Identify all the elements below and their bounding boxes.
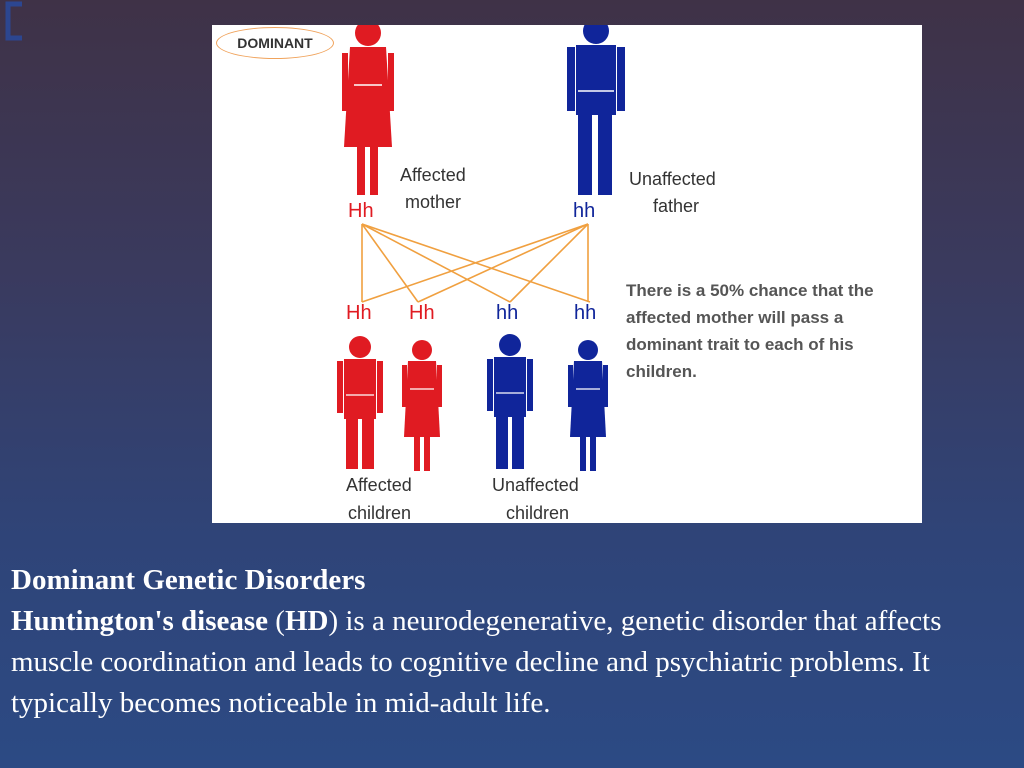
inheritance-explanation: There is a 50% chance that the affected … <box>626 281 874 381</box>
disease-abbr: HD <box>284 605 329 637</box>
father-label-line1: Unaffected <box>629 169 716 189</box>
father-genotype: hh <box>573 200 596 222</box>
unaffected-children-label: Unaffected children <box>492 471 579 523</box>
inheritance-lines <box>361 223 591 303</box>
unaffected-children-line1: Unaffected <box>492 475 579 495</box>
affected-children-line1: Affected <box>346 475 412 495</box>
child-4-figure <box>568 340 608 471</box>
mother-label: Affected mother <box>400 162 466 216</box>
child-4-genotype: hh <box>574 302 597 324</box>
pedigree-drawing <box>337 25 625 471</box>
mother-label-line2: mother <box>405 192 462 212</box>
affected-children-line2: children <box>348 503 412 523</box>
child-3-genotype: hh <box>496 302 519 324</box>
affected-children-label: Affected children <box>346 471 412 523</box>
child-2-genotype: Hh <box>409 302 435 324</box>
pedigree-diagram: DOMINANT Affected mother Unaffected fath… <box>212 25 922 523</box>
unaffected-children-line2: children <box>506 503 570 523</box>
corner-bracket-icon <box>5 1 22 41</box>
mother-label-line1: Affected <box>400 165 466 185</box>
body-text: ) is a neurodegenerative, genetic disord… <box>11 605 942 719</box>
child-1-genotype: Hh <box>346 302 372 324</box>
open-paren: ( <box>268 605 285 637</box>
child-1-figure <box>337 336 383 469</box>
father-label-line2: father <box>653 196 700 216</box>
child-3-figure <box>487 334 533 469</box>
father-label: Unaffected father <box>629 166 716 220</box>
slide-heading: Dominant Genetic Disorders <box>11 564 366 596</box>
slide-body: Huntington's disease (HD) is a neurodege… <box>11 601 1011 724</box>
mother-figure <box>342 25 394 195</box>
slide-text: Dominant Genetic Disorders Huntington's … <box>11 560 1011 724</box>
mother-genotype: Hh <box>348 200 374 222</box>
dominant-badge: DOMINANT <box>216 27 334 59</box>
disease-term: Huntington's disease <box>11 605 269 637</box>
child-2-figure <box>402 340 442 471</box>
father-figure <box>567 25 625 195</box>
